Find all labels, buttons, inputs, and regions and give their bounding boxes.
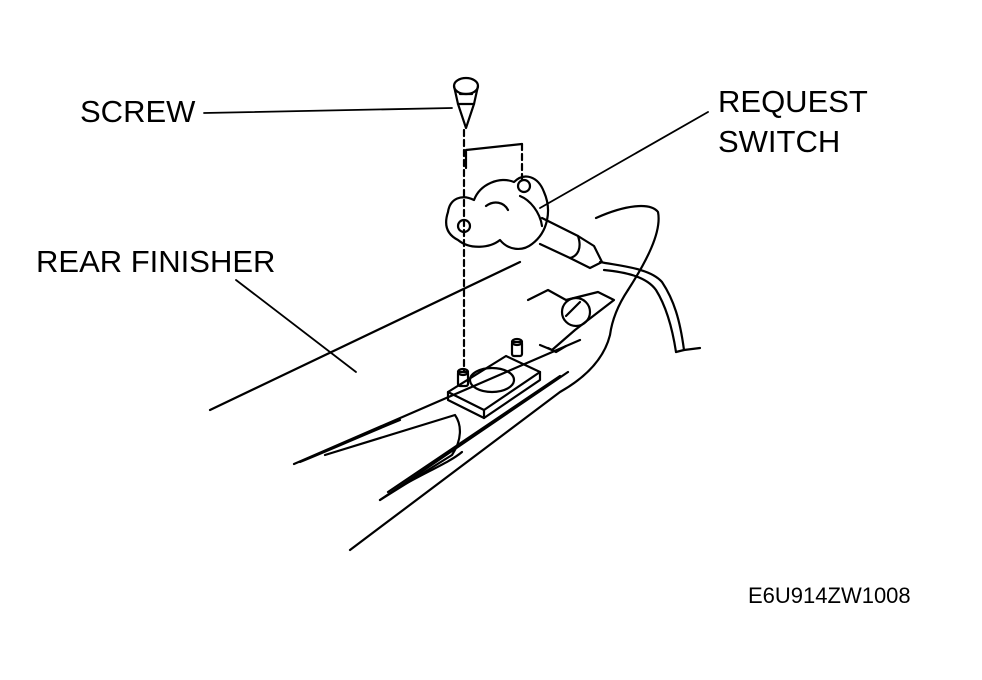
request-switch-label-line2: SWITCH — [718, 124, 841, 159]
rear-finisher-label: REAR FINISHER — [36, 244, 276, 279]
request-switch — [445, 175, 702, 354]
request-switch-label-line1: REQUEST — [718, 84, 868, 119]
guide-lines — [462, 128, 524, 374]
rear-finisher-panel — [208, 205, 660, 552]
guide-bracket — [464, 142, 524, 170]
screw — [452, 76, 480, 130]
screw-label: SCREW — [80, 94, 196, 129]
leader-lines — [203, 107, 709, 373]
figure-code: E6U914ZW1008 — [748, 583, 911, 608]
switch-seat — [526, 288, 616, 354]
mount-plate — [446, 337, 542, 420]
